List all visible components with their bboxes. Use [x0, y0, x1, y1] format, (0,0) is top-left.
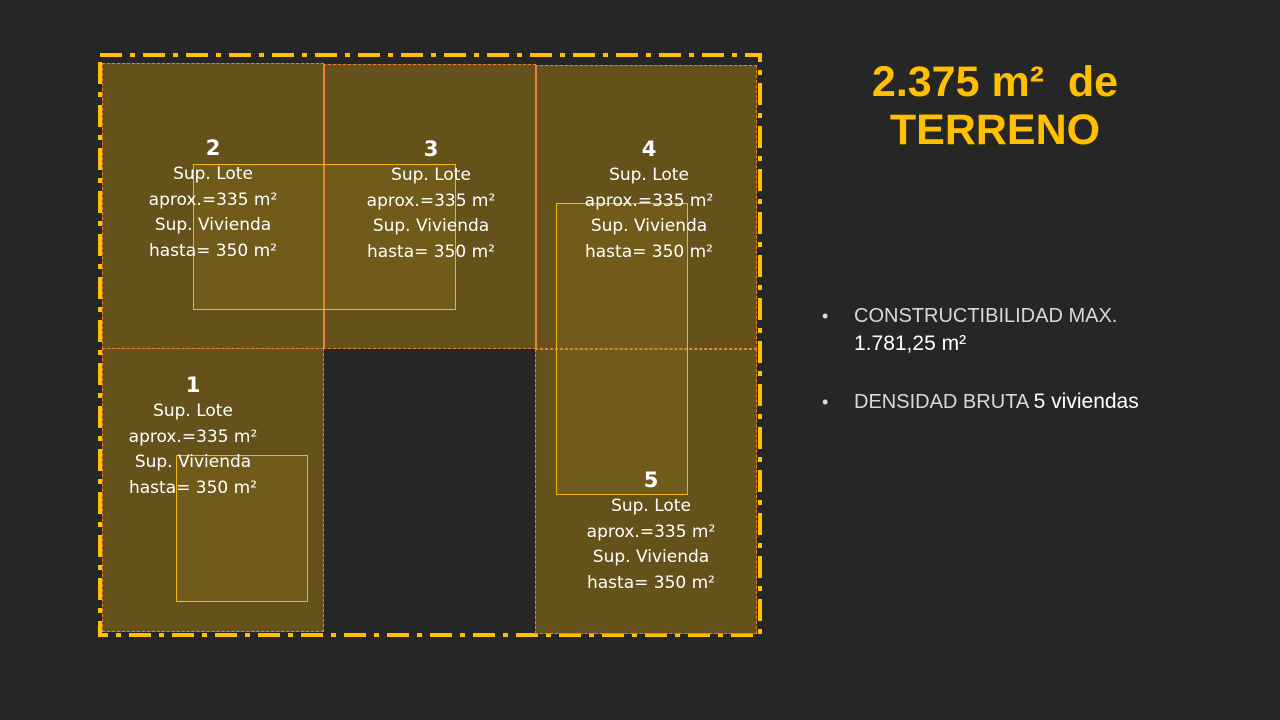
house-footprint-4-5	[556, 203, 688, 495]
stats-list: CONSTRUCTIBILIDAD MAX. 1.781,25 m² DENSI…	[820, 302, 1260, 446]
stat-value: 1.781,25 m²	[854, 332, 967, 355]
lot-text: hasta= 350 m²	[148, 240, 277, 261]
lot-number: 3	[423, 137, 439, 161]
lot-text: aprox.=335 m²	[148, 189, 278, 210]
lot-text: hasta= 350 m²	[128, 477, 257, 498]
lot-4	[535, 65, 757, 349]
lot-text: aprox.=335 m²	[586, 521, 716, 542]
stat-constructibilidad: CONSTRUCTIBILIDAD MAX. 1.781,25 m²	[820, 302, 1260, 358]
lot-number: 5	[643, 468, 659, 492]
lot-label-1: 1 Sup. Lote aprox.=335 m² Sup. Vivienda …	[98, 373, 288, 501]
lot-5	[535, 349, 757, 634]
house-footprint-2-3	[193, 164, 456, 310]
lot-text: hasta= 350 m²	[586, 572, 715, 593]
lot-label-5: 5 Sup. Lote aprox.=335 m² Sup. Vivienda …	[556, 468, 746, 596]
stat-label: DENSIDAD BRUTA	[854, 391, 1034, 413]
lot-text: Sup. Vivienda	[590, 216, 708, 236]
site-boundary	[98, 53, 762, 637]
lot-text: hasta= 350 m²	[366, 241, 495, 262]
lot-text: Sup. Vivienda	[592, 547, 710, 567]
title-line-1: 2.375 m² de	[871, 58, 1119, 106]
lot-text: aprox.=335 m²	[366, 190, 496, 211]
stat-value: 5 viviendas	[1033, 390, 1139, 413]
lot-text: Sup. Lote	[173, 164, 253, 184]
title-line-2: TERRENO	[889, 106, 1101, 154]
lot-text: Sup. Lote	[391, 165, 471, 185]
lot-3	[323, 64, 536, 349]
lot-text: hasta= 350 m²	[584, 241, 713, 262]
lot-text: Sup. Lote	[609, 165, 689, 185]
lot-number: 2	[205, 136, 221, 160]
lot-number: 4	[641, 137, 657, 161]
lot-text: Sup. Vivienda	[134, 452, 252, 472]
lot-text: aprox.=335 m²	[128, 426, 258, 447]
page-title: 2.375 m² de TERRENO	[840, 58, 1150, 154]
lot-2	[102, 63, 324, 349]
lot-label-2: 2 Sup. Lote aprox.=335 m² Sup. Vivienda …	[118, 136, 308, 264]
lot-text: aprox.=335 m²	[584, 190, 714, 211]
lot-text: Sup. Vivienda	[372, 216, 490, 236]
lot-label-4: 4 Sup. Lote aprox.=335 m² Sup. Vivienda …	[554, 137, 744, 265]
lot-text: Sup. Vivienda	[154, 215, 272, 235]
lot-number: 1	[185, 373, 201, 397]
lot-text: Sup. Lote	[611, 496, 691, 516]
lot-label-3: 3 Sup. Lote aprox.=335 m² Sup. Vivienda …	[336, 137, 526, 265]
site-boundary-line	[98, 53, 762, 637]
lot-1	[102, 348, 324, 632]
lot-text: Sup. Lote	[153, 401, 233, 421]
stat-label: CONSTRUCTIBILIDAD MAX.	[854, 305, 1118, 327]
house-footprint-1	[176, 455, 308, 602]
stat-densidad: DENSIDAD BRUTA 5 viviendas	[820, 388, 1260, 416]
